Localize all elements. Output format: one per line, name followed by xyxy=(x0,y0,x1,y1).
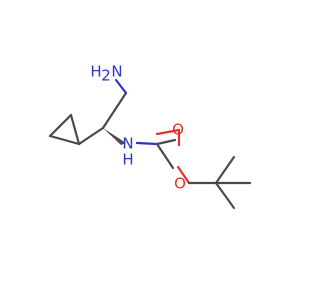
tert-butyl-methyl-top-bond xyxy=(214,155,236,185)
carbonyl-double-bond-left xyxy=(155,138,177,146)
carbonyl-carbon-to-ester-oxygen-bond xyxy=(155,142,175,170)
cyclopropyl-bond-3 xyxy=(48,134,81,146)
carbonyl-double-bond-right xyxy=(155,128,181,136)
cyclopropyl-bond-2 xyxy=(69,113,81,146)
tert-butyl-methyl-bottom-bond xyxy=(214,181,236,210)
wedge-bond xyxy=(103,128,126,145)
ester-oxygen-bond xyxy=(176,165,191,185)
methylene-to-amine-bond xyxy=(114,78,128,95)
carbamate-n-label: N xyxy=(122,135,133,153)
cyclopropyl-bond-1 xyxy=(48,113,73,138)
carbonyl-oxygen-label: O xyxy=(172,121,184,139)
chiral-center-to-methylene-bond xyxy=(101,91,128,130)
ester-oxygen-label: O xyxy=(174,175,186,193)
amine-n-label: N xyxy=(111,63,122,81)
ring-to-chiral-center-bond xyxy=(77,126,105,146)
carbamate-nh-to-carbonyl-bond xyxy=(135,141,159,146)
amine-h-label: H xyxy=(90,63,101,81)
amine-h-count-label: 2 xyxy=(101,67,111,85)
carbamate-h-label: H xyxy=(122,151,133,169)
chemical-structure-diagram: H 2 N N H O O xyxy=(48,63,252,210)
